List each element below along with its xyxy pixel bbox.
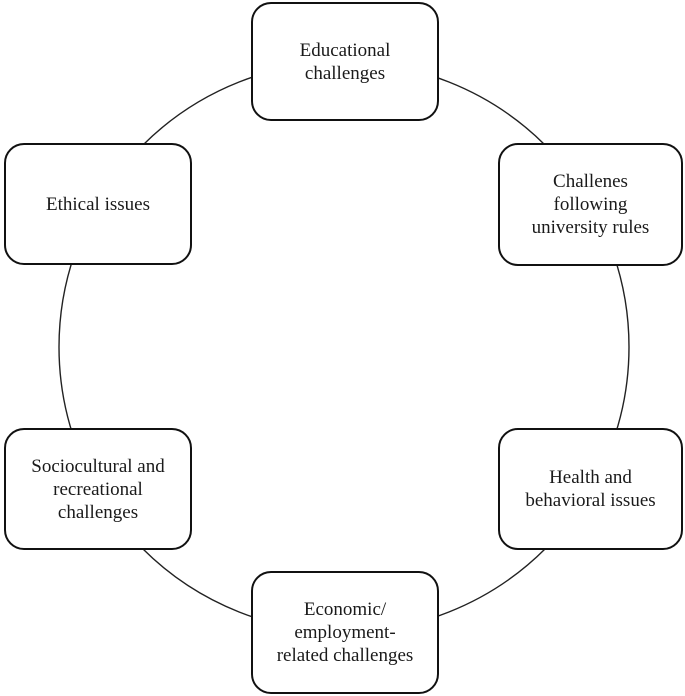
node-educational-challenges: Educational challenges [251, 2, 439, 121]
node-line: challenges [304, 62, 386, 84]
node-health-behavioral-issues: Health and behavioral issues [498, 428, 683, 550]
node-university-rules-challenges: Challenes following university rules [498, 143, 683, 266]
node-ethical-issues: Ethical issues [4, 143, 192, 265]
node-line: challenges [57, 501, 139, 523]
node-line: related challenges [276, 645, 414, 666]
node-line: following [553, 194, 628, 215]
node-line: university rules [531, 217, 650, 238]
node-line: recreational [53, 478, 143, 500]
node-line: Sociocultural and [31, 455, 165, 477]
node-economic-employment-challenges: Economic/ employment- related challenges [251, 571, 439, 694]
node-line: Educational [299, 39, 391, 61]
node-line: employment- [294, 622, 396, 643]
node-sociocultural-recreational-challenges: Sociocultural and recreational challenge… [4, 428, 192, 550]
node-line: Challenes [553, 171, 628, 192]
node-line: Health and [549, 467, 632, 488]
node-line: Ethical issues [46, 193, 150, 215]
node-line: behavioral issues [525, 490, 656, 511]
node-line: Economic/ [303, 599, 387, 620]
